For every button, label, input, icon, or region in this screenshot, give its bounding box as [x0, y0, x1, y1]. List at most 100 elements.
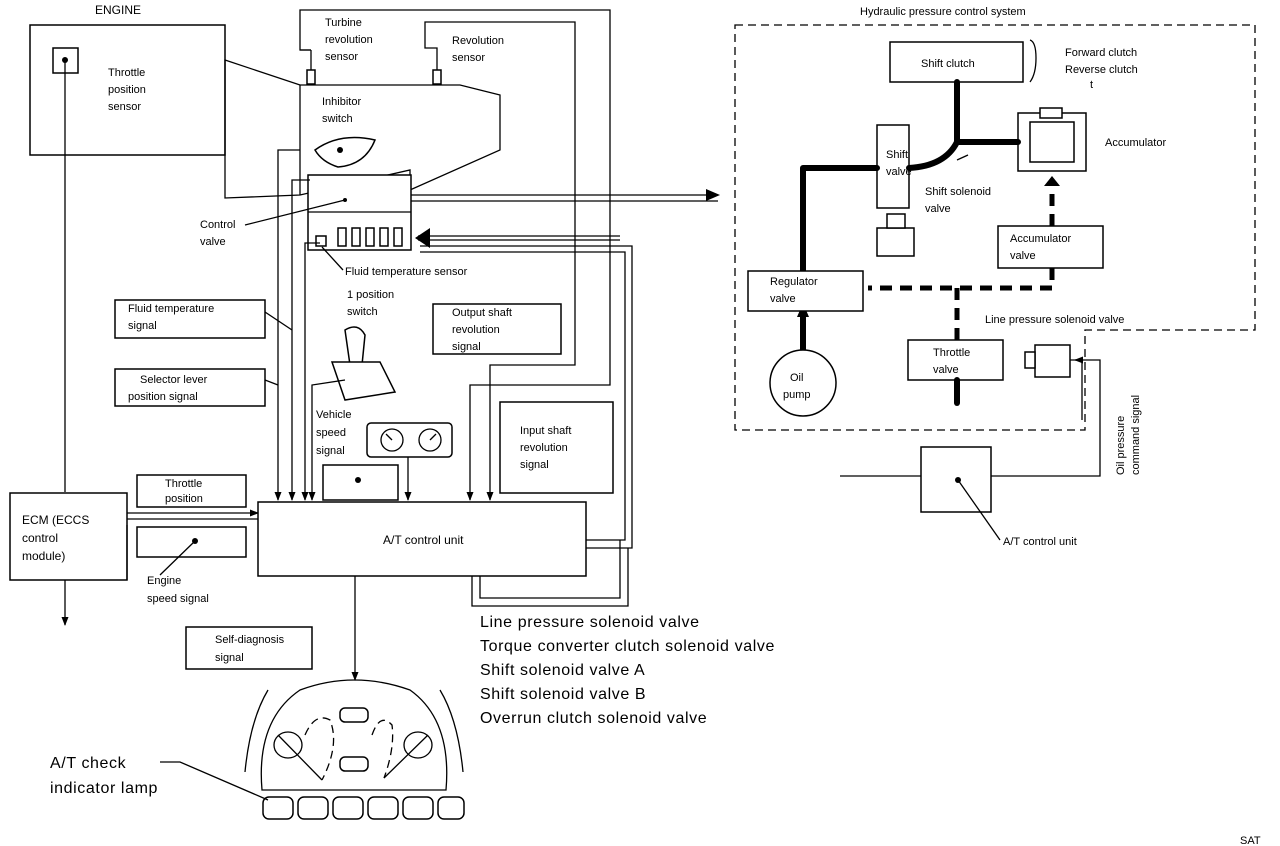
fluid-temp-signal-label-1: Fluid temperature: [128, 303, 214, 315]
fluid-temp-sensor-label: Fluid temperature sensor: [345, 266, 468, 278]
output-shaft-signal-box: [432, 303, 562, 355]
corner-mark: SAT: [1240, 835, 1261, 846]
check-lamp-label-2: indicator lamp: [50, 780, 158, 797]
shift-valve-label-1: Shift: [886, 149, 908, 161]
hydraulic-title: Hydraulic pressure control system: [860, 6, 1026, 18]
shift-solenoid-label-1: Shift solenoid: [925, 186, 991, 198]
shift-solenoid-icon: [876, 213, 915, 257]
hydraulic-system: Hydraulic pressure control system Shift …: [734, 6, 1256, 431]
accumulator-valve-label-1: Accumulator: [1010, 233, 1071, 245]
at-control-unit-group: A/T control unit Self-diagnosis signal: [185, 245, 633, 681]
signal-boxes: Fluid temperature signal Selector lever …: [114, 9, 614, 501]
input-shaft-signal-box: [499, 401, 614, 494]
turbine-sensor-icon: [306, 69, 316, 85]
shift-valve-box: [876, 124, 910, 209]
throttle-position-box: [136, 474, 247, 508]
forward-clutch-label: Forward clutch: [1065, 47, 1137, 59]
control-valve-label-2: valve: [200, 236, 226, 248]
line-pressure-solenoid-icon: [1024, 344, 1071, 378]
output-shaft-label-3: signal: [452, 341, 481, 353]
oil-pump-label-1: Oil: [790, 372, 803, 384]
vehicle-speed-label-3: signal: [316, 445, 345, 457]
instrument-cluster: A/T check indicator lamp: [50, 679, 465, 820]
engine-speed-label-1: Engine: [147, 575, 181, 587]
indicator-lamps-icon: [262, 796, 465, 820]
fluid-temp-signal-box: [114, 299, 266, 339]
input-shaft-label-2: revolution: [520, 442, 568, 454]
at-control-unit-label: A/T control unit: [383, 533, 464, 547]
input-shaft-label-3: signal: [520, 459, 549, 471]
clutch-list-mark: t: [1090, 79, 1093, 91]
ecm-box: [9, 492, 128, 581]
accumulator-icon: [1017, 107, 1087, 172]
oil-pressure-signal-label-1: Oil pressure: [1115, 416, 1127, 475]
turbine-sensor-label-2: revolution: [325, 34, 373, 46]
engine-title: ENGINE: [95, 3, 141, 17]
solenoid-list: Line pressure solenoid valve Torque conv…: [480, 614, 775, 727]
solenoid-list-item-0: Line pressure solenoid valve: [480, 614, 700, 631]
revolution-sensor-icon: [432, 69, 442, 85]
shift-solenoid-label-2: valve: [925, 203, 951, 215]
one-position-switch-label-2: switch: [347, 306, 378, 318]
vehicle-speed-box: [322, 464, 399, 501]
revolution-sensor-label-1: Revolution: [452, 35, 504, 47]
throttle-sensor-label-1: Throttle: [108, 67, 145, 79]
throttle-sensor-label-3: sensor: [108, 101, 141, 113]
self-diagnosis-label-2: signal: [215, 652, 244, 664]
selector-lever-signal-box: [114, 368, 266, 407]
control-valve-label-1: Control: [200, 219, 235, 231]
input-shaft-label-1: Input shaft: [520, 425, 571, 437]
throttle-sensor-label-2: position: [108, 84, 146, 96]
shift-clutch-label: Shift clutch: [921, 58, 975, 70]
vehicle-speed-label-2: speed: [316, 427, 346, 439]
turbine-sensor-label-3: sensor: [325, 51, 358, 63]
ecm-label-1: ECM (ECCS: [22, 513, 89, 527]
ecm-label-2: control: [22, 531, 58, 545]
selector-lever-signal-label-1: Selector lever: [140, 374, 208, 386]
speedometer-icon: [366, 422, 453, 458]
at-control-unit-box: [257, 501, 587, 577]
solenoid-list-item-3: Shift solenoid valve B: [480, 686, 646, 703]
vehicle-speed-label-1: Vehicle: [316, 409, 351, 421]
turbine-sensor-label-1: Turbine: [325, 17, 362, 29]
throttle-position-label-2: position: [165, 493, 203, 505]
selector-lever-icon: [330, 326, 397, 401]
oil-pump-icon: [769, 349, 837, 417]
solenoid-list-item-1: Torque converter clutch solenoid valve: [480, 638, 775, 655]
regulator-valve-label-1: Regulator: [770, 276, 818, 288]
inhibitor-switch-icon: [314, 136, 377, 168]
engine-box: [29, 24, 226, 156]
self-diagnosis-box: [185, 626, 313, 670]
accumulator-label: Accumulator: [1105, 137, 1166, 149]
fluid-temp-sensor-icon: [315, 235, 327, 247]
self-diagnosis-label-1: Self-diagnosis: [215, 634, 285, 646]
throttle-position-label-1: Throttle: [165, 478, 202, 490]
right-control-unit: A/T control unit Oil pressure command si…: [840, 356, 1142, 548]
engine-speed-box: [136, 526, 247, 558]
solenoid-list-item-2: Shift solenoid valve A: [480, 662, 645, 679]
selector-lever-signal-label-2: position signal: [128, 391, 198, 403]
throttle-valve-label-2: valve: [933, 364, 959, 376]
fluid-temp-signal-label-2: signal: [128, 320, 157, 332]
output-shaft-label-1: Output shaft: [452, 307, 512, 319]
inhibitor-switch-label-1: Inhibitor: [322, 96, 361, 108]
shift-valve-label-2: valve: [886, 166, 912, 178]
reverse-clutch-label: Reverse clutch: [1065, 64, 1138, 76]
check-lamp-label-1: A/T check: [50, 755, 127, 772]
engine-speed-label-2: speed signal: [147, 593, 209, 605]
throttle-valve-label-1: Throttle: [933, 347, 970, 359]
ecm-group: ECM (ECCS control module) Throttle posit…: [9, 474, 259, 626]
regulator-valve-box: [747, 270, 864, 312]
one-position-switch-label-1: 1 position: [347, 289, 394, 301]
oil-pressure-signal-label-2: command signal: [1130, 395, 1142, 475]
transmission-group: Turbine revolution sensor Revolution sen…: [200, 17, 720, 501]
oil-pump-label-2: pump: [783, 389, 811, 401]
right-control-unit-label: A/T control unit: [1003, 536, 1077, 548]
inhibitor-switch-label-2: switch: [322, 113, 353, 125]
accumulator-valve-label-2: valve: [1010, 250, 1036, 262]
revolution-sensor-label-2: sensor: [452, 52, 485, 64]
engine-group: ENGINE Throttle position sensor: [29, 3, 226, 492]
line-pressure-solenoid-label: Line pressure solenoid valve: [985, 314, 1124, 326]
ecm-label-3: module): [22, 549, 65, 563]
